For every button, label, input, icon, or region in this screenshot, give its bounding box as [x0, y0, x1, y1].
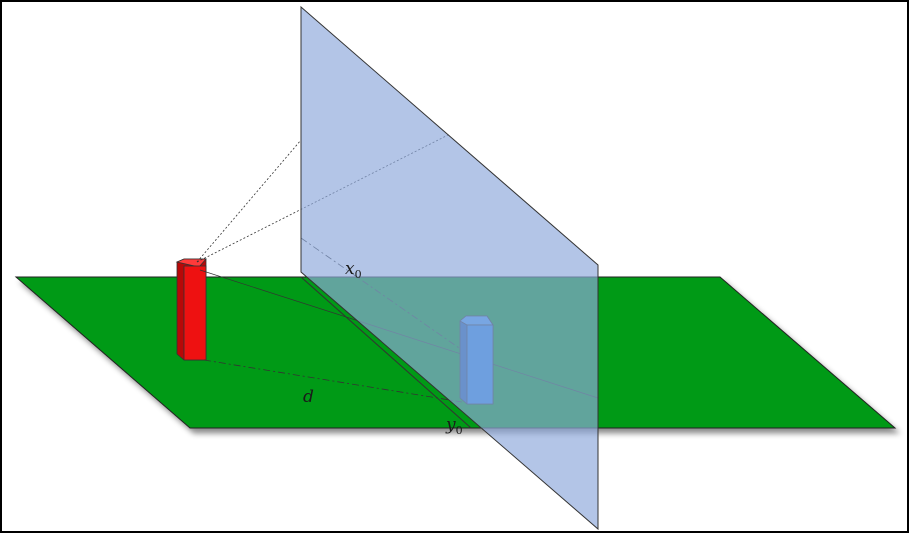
label-d: d	[303, 387, 314, 407]
red-box-object	[175, 258, 207, 361]
plane-intersection-line	[300, 276, 472, 429]
label-x0: x0	[345, 259, 362, 281]
vertical-plane	[300, 5, 599, 531]
label-y0: y0	[445, 415, 463, 437]
